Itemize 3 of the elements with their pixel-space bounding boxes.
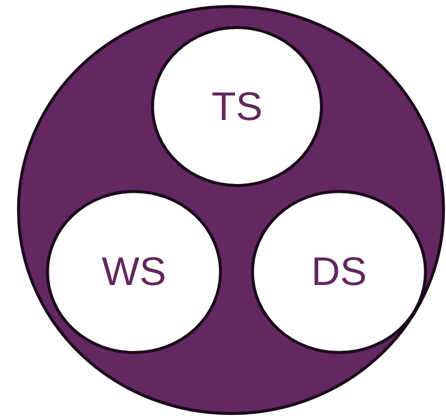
circle-label: WS (102, 252, 166, 292)
circle-label: DS (311, 252, 367, 292)
circle-label: TS (211, 86, 263, 126)
